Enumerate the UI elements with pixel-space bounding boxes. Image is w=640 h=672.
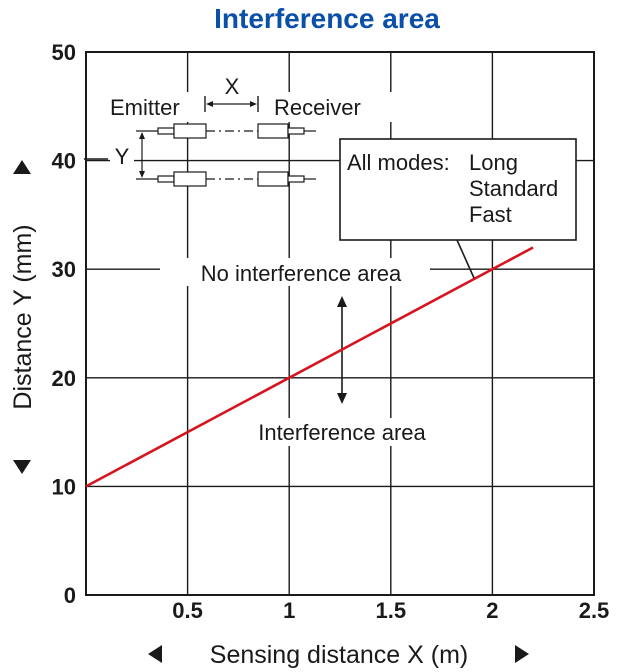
legend-leader-line [456, 239, 475, 279]
x-dim-arrow-right-icon [250, 101, 257, 107]
no-interference-label: No interference area [201, 261, 402, 286]
boundary-arrow-up-icon [337, 296, 347, 307]
legend-prefix: All modes: [347, 150, 450, 175]
emitter-label: Emitter [110, 95, 180, 120]
x-tick-label: 1 [283, 598, 295, 623]
x-axis-label: Sensing distance X (m) [210, 641, 468, 669]
no-interference-backing [160, 258, 430, 286]
series-line [85, 246, 534, 488]
legend-box [339, 138, 577, 241]
y-axis-arrow-down-icon [13, 460, 31, 474]
x-axis-arrow-left-icon [148, 645, 162, 663]
y-tick-label: 10 [52, 474, 76, 499]
emitter-top-icon [157, 123, 207, 139]
interference-label: Interference area [258, 420, 426, 445]
y-label-backing [110, 142, 134, 170]
inset-y-label: Y [115, 144, 130, 169]
y-tick-label: 40 [52, 149, 76, 174]
x-tick-label: 2 [486, 598, 498, 623]
interference-backing [234, 418, 450, 446]
x-tick-label: 1.5 [376, 598, 407, 623]
inset-x-label: X [225, 74, 240, 99]
legend-entry-long: Long [469, 150, 518, 175]
y-tick-label: 20 [52, 366, 76, 391]
y-axis-label: Distance Y (mm) [9, 224, 37, 409]
y-tick-label: 30 [52, 257, 76, 282]
x-dim-arrow-left-icon [206, 101, 213, 107]
receiver-top-icon [257, 123, 316, 139]
boundary-arrow-down-icon [337, 393, 347, 404]
y-axis-arrow-up-icon [13, 160, 31, 174]
legend-entry-fast: Fast [469, 202, 512, 227]
y-axis-label-group: Distance Y (mm) [9, 160, 37, 474]
x-tick-label: 2.5 [579, 598, 610, 623]
x-axis-arrow-right-icon [515, 645, 529, 663]
legend-entry-standard: Standard [469, 176, 558, 201]
x-tick-labels: 0.5 1 1.5 2 2.5 [172, 598, 609, 623]
inset-label-backing [104, 92, 394, 122]
y-tick-labels: 0 10 20 30 40 50 [52, 40, 76, 608]
chart-title: Interference area [214, 3, 440, 34]
receiver-label: Receiver [274, 95, 361, 120]
y-tick-label: 0 [64, 583, 76, 608]
y-dim-arrow-down-icon [139, 171, 145, 178]
x-label-backing [218, 74, 246, 100]
receiver-bottom-icon [257, 171, 316, 187]
y-tick-label: 50 [52, 40, 76, 65]
inset-diagram: Emitter Receiver X Y [84, 74, 394, 187]
emitter-bottom-icon [157, 171, 207, 187]
y-dim-arrow-up-icon [139, 132, 145, 139]
x-tick-label: 0.5 [172, 598, 203, 623]
